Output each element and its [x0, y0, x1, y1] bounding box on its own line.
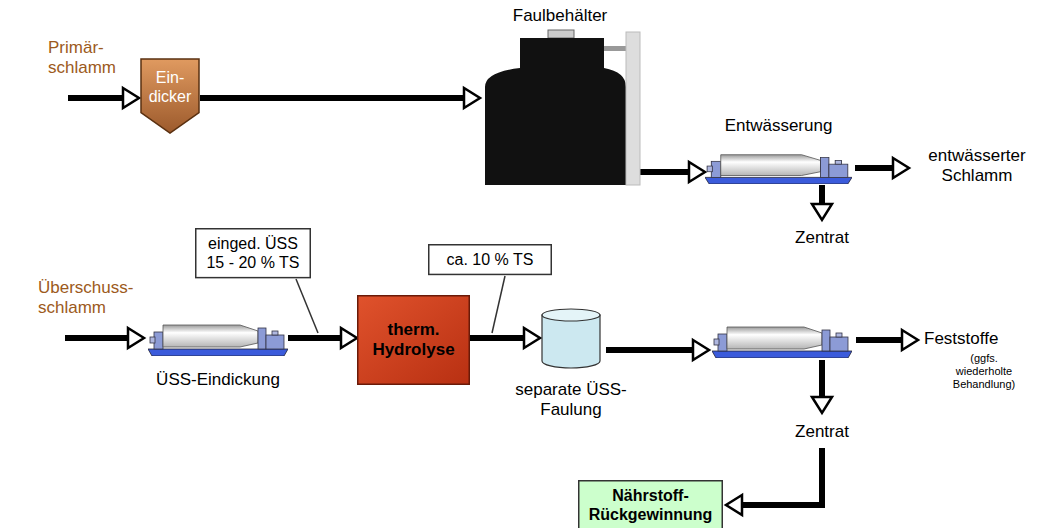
shape-label: Faulbehälter [513, 6, 608, 26]
output-label: Zentrat [785, 228, 859, 248]
output-label: Feststoffe [924, 329, 1024, 349]
arrow-head [341, 328, 357, 348]
digester-cylinder: separate ÜSS-Faulung [540, 308, 602, 368]
box-text: therm. Hydrolyse [363, 320, 464, 361]
output-label: Zentrat [785, 422, 859, 442]
thickening-centrifuge: ÜSS-Eindickung [148, 320, 288, 356]
arrow-head [464, 88, 480, 108]
flow-connector [288, 328, 357, 348]
shape-label: ÜSS-Eindickung [156, 370, 280, 390]
thickening-centrifuge-outline [148, 320, 288, 356]
flow-connector [470, 328, 540, 348]
box-text: Nährstoff- Rückgewinnung [584, 486, 717, 524]
dewatering-centrifuge-outline [705, 150, 852, 184]
arrow-head [689, 162, 705, 182]
dewatering-centrifuge: Entwässerung [705, 150, 852, 184]
box-text: ca. 10 % TS [447, 250, 534, 269]
input-label: Überschuss- schlamm [38, 278, 142, 319]
digester-tank: Faulbehälter [480, 32, 640, 185]
shape-label: Entwässerung [725, 116, 833, 136]
connector-line [640, 169, 690, 175]
digester-cylinder-outline [540, 308, 602, 368]
input-label: Primär- schlamm [48, 38, 128, 79]
process-box: Nährstoff- Rückgewinnung [578, 480, 723, 528]
flow-connector [640, 162, 705, 182]
arrow-head [524, 328, 540, 348]
flow-connector [200, 88, 480, 108]
process-box: therm. Hydrolyse [357, 295, 470, 385]
shape-label: separate ÜSS-Faulung [515, 380, 627, 421]
note-text: (ggfs. wiederholte Behandlung) [946, 352, 1022, 392]
connector-line [470, 335, 525, 341]
callout-box: ca. 10 % TS [428, 244, 552, 275]
callout-box: einged. ÜSS 15 - 20 % TS [195, 228, 311, 278]
digester-tank-outline [480, 32, 640, 185]
output-label: entwässerter Schlamm [913, 146, 1041, 187]
thickener-box: Ein- dicker [140, 58, 200, 134]
box-text: einged. ÜSS 15 - 20 % TS [201, 234, 305, 272]
centrifuge-symbol [712, 327, 852, 358]
connector-line [288, 335, 342, 341]
connector-line [200, 95, 465, 101]
box-text: Ein- dicker [146, 68, 194, 106]
